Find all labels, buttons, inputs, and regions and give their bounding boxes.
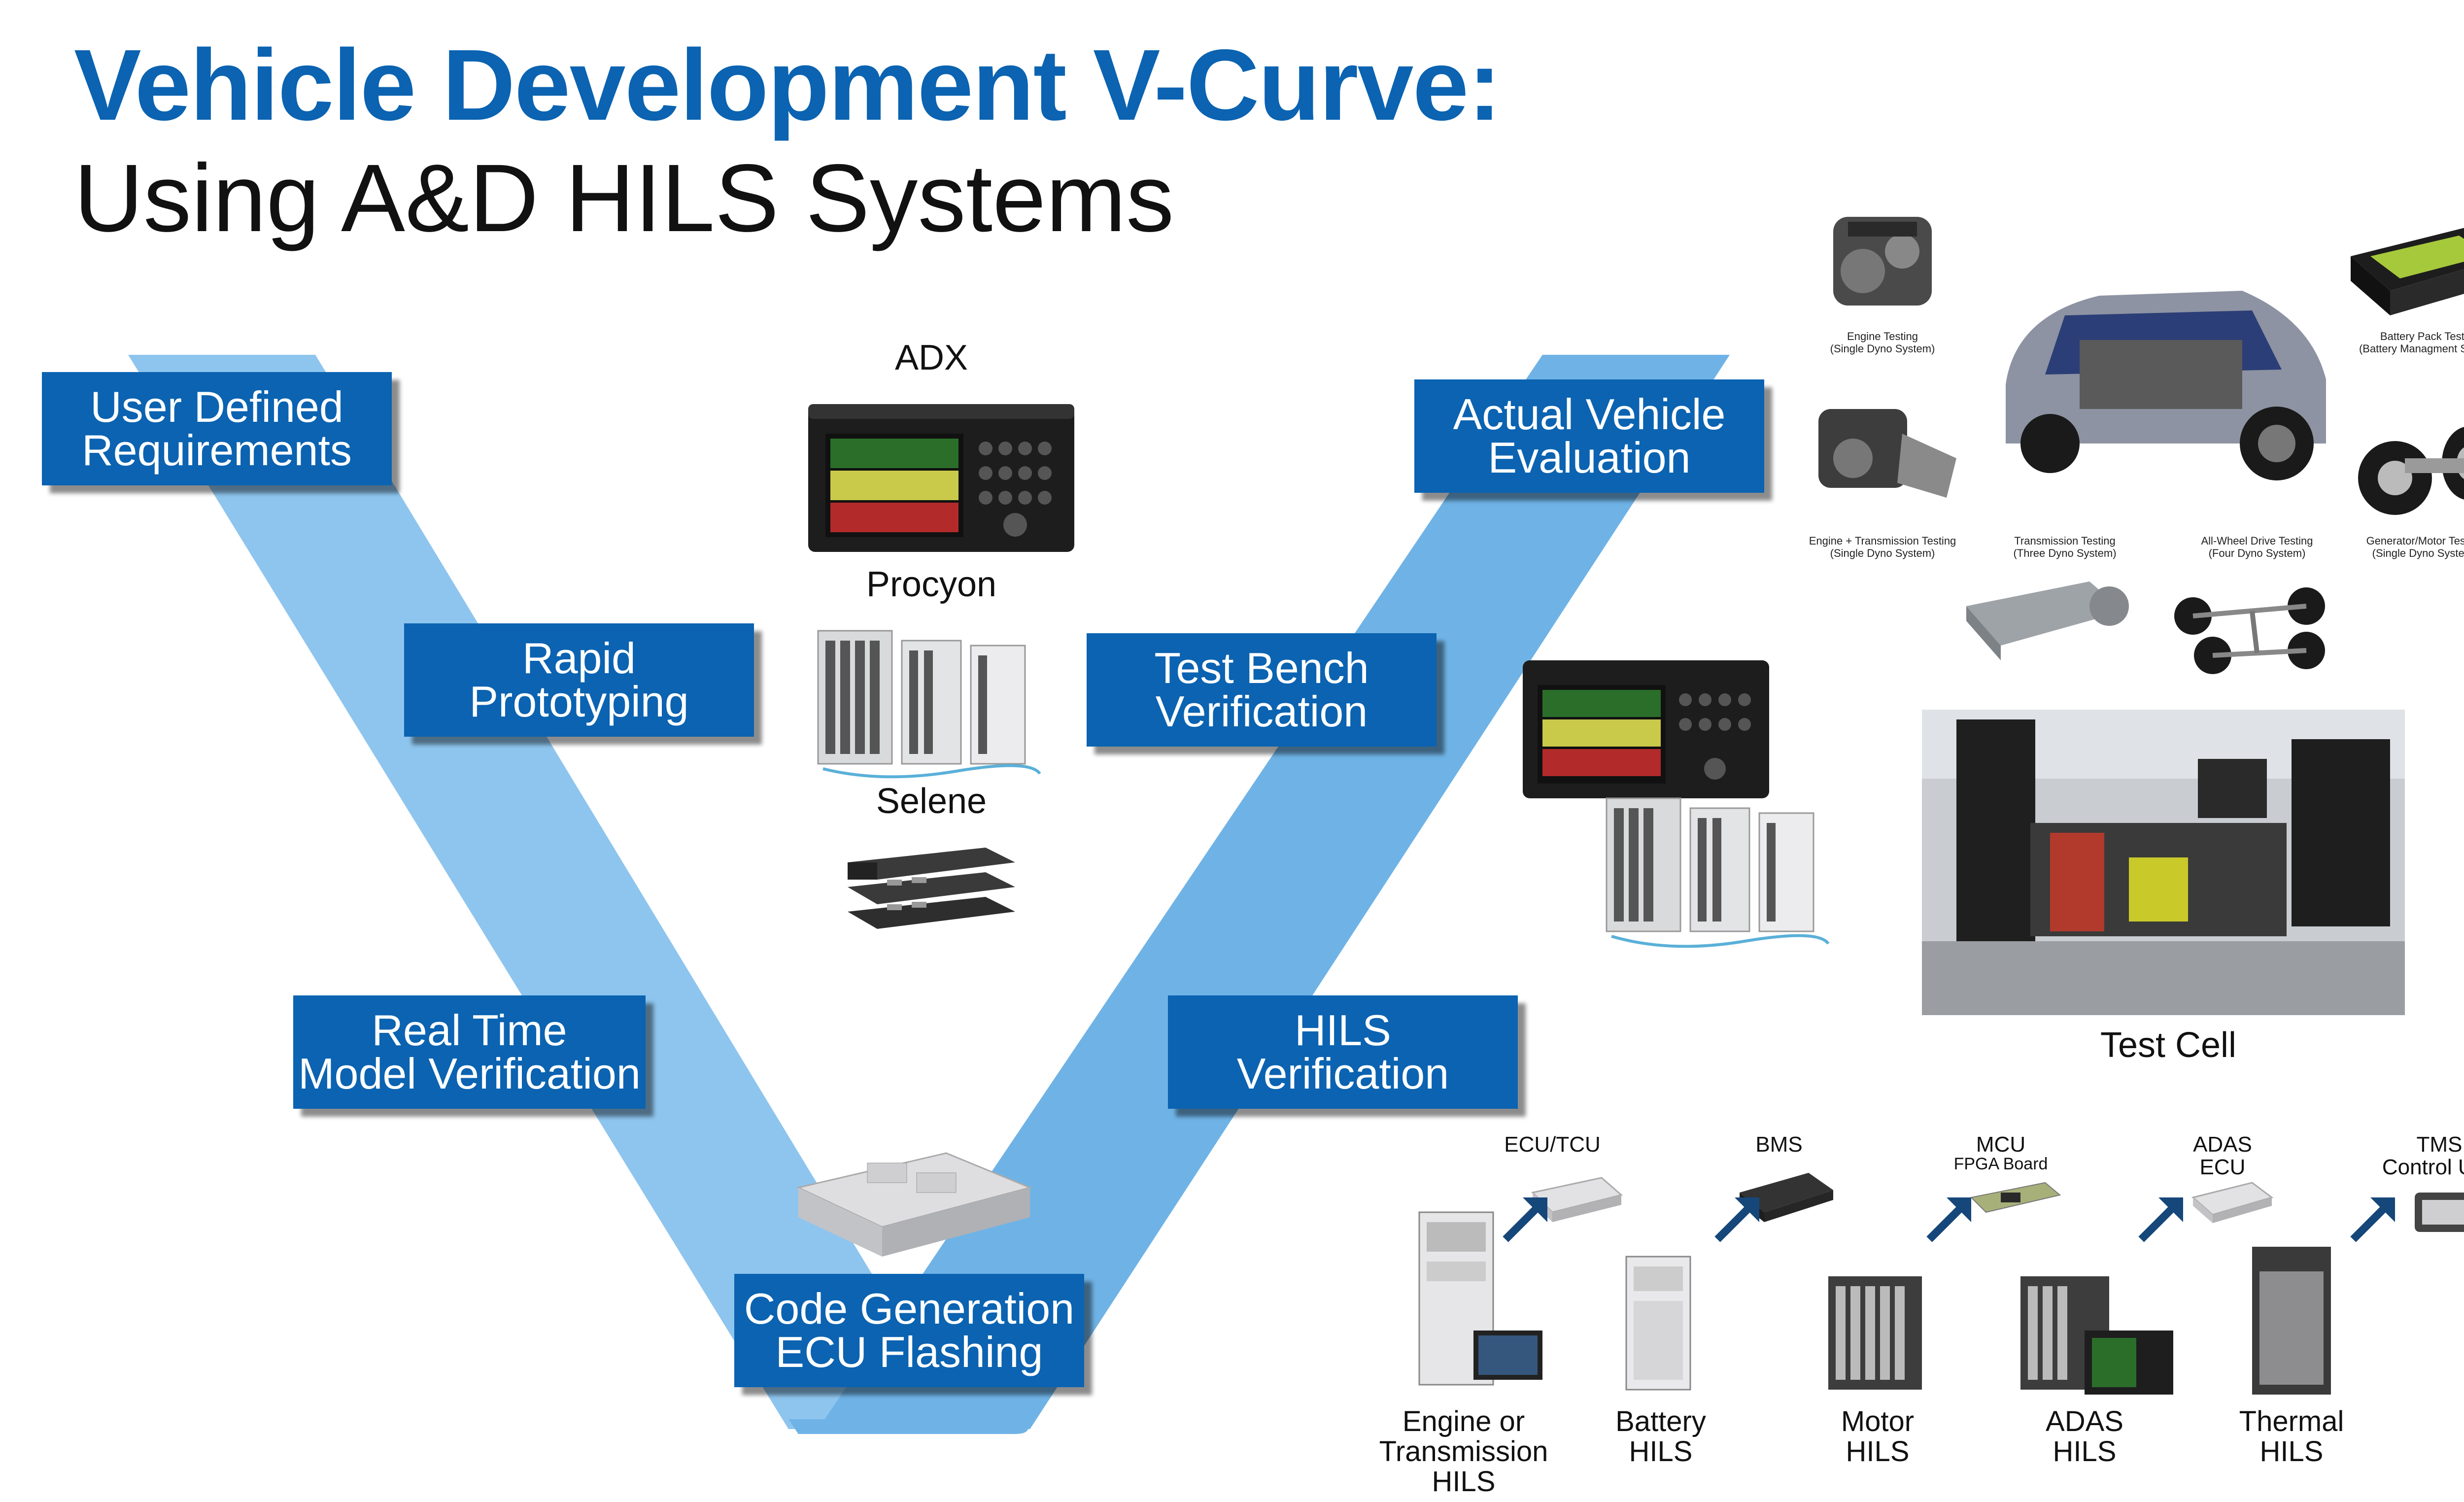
box-test-bench-verification: Test Bench Verification xyxy=(1087,633,1437,747)
label-test-cell: Test Cell xyxy=(2100,1025,2237,1065)
page-subtitle: Using A&D HILS Systems xyxy=(74,144,1174,252)
test-bench-adx-image xyxy=(1523,660,1769,798)
page-title: Vehicle Development V-Curve: xyxy=(74,29,1502,141)
arrow-icon xyxy=(1503,1197,1547,1242)
mcu-fpga-board-image xyxy=(1970,1182,2061,1213)
label-adx: ADX xyxy=(894,338,968,377)
label-bms: BMS xyxy=(1755,1132,1803,1157)
label-adas-ecu: ADAS ECU xyxy=(2193,1132,2252,1180)
box-code-generation: Code Generation ECU Flashing xyxy=(734,1274,1084,1387)
generator-motor-image xyxy=(2358,427,2464,515)
battery-pack-image xyxy=(2351,228,2464,315)
transmission-image xyxy=(1966,581,2129,660)
thermal-hils-rack xyxy=(2252,1247,2331,1395)
adas-hils-rack xyxy=(2020,1276,2173,1395)
test-bench-procyon-image xyxy=(1606,797,1830,948)
adx-device-image xyxy=(808,404,1074,552)
arrow-icon xyxy=(2138,1197,2183,1242)
label-procyon: Procyon xyxy=(866,565,997,604)
arrow-icon xyxy=(1714,1197,1759,1242)
motor-hils-rack xyxy=(1828,1276,1922,1390)
label-thermal-hils: Thermal HILS xyxy=(2239,1405,2344,1468)
label-generator-motor-testing: Generator/Motor Testing (Single Dyno Sys… xyxy=(2366,535,2464,560)
label-selene: Selene xyxy=(876,782,987,821)
label-engine-hils: Engine or Transmission HILS xyxy=(1379,1405,1548,1498)
v-left-arm xyxy=(128,355,966,1429)
engine-image xyxy=(1833,217,1932,306)
ecu-image xyxy=(796,1152,1032,1257)
label-mcu: MCU xyxy=(1976,1132,2026,1157)
adas-ecu-image xyxy=(2191,1182,2274,1223)
engine-hils-rack xyxy=(1418,1211,1542,1386)
label-ecu-tcu: ECU/TCU xyxy=(1504,1132,1601,1157)
box-user-defined-requirements: User Defined Requirements xyxy=(42,372,392,485)
arrow-icon xyxy=(1926,1197,1971,1242)
test-cell-photo xyxy=(1922,710,2405,1015)
box-rapid-prototyping: Rapid Prototyping xyxy=(404,623,754,737)
label-awd-testing: All-Wheel Drive Testing (Four Dyno Syste… xyxy=(2201,535,2313,560)
label-transmission-testing: Transmission Testing (Three Dyno System) xyxy=(2013,535,2117,560)
selene-device-image xyxy=(848,848,1015,929)
label-battery-hils: Battery HILS xyxy=(1615,1405,1706,1468)
label-engine-transmission-testing: Engine + Transmission Testing (Single Dy… xyxy=(1809,535,1956,560)
label-battery-pack-testing: Battery Pack Testing (Battery Managment … xyxy=(2359,330,2464,355)
engine-transmission-image xyxy=(1818,409,1956,498)
box-actual-vehicle-evaluation: Actual Vehicle Evaluation xyxy=(1414,379,1764,493)
v-bottom xyxy=(788,1419,1028,1434)
awd-image xyxy=(2174,587,2325,674)
label-motor-hils: Motor HILS xyxy=(1841,1405,1915,1468)
label-engine-testing: Engine Testing (Single Dyno System) xyxy=(1830,330,1935,355)
tms-control-unit-image xyxy=(2415,1193,2464,1232)
label-tms: TMS Control Unit xyxy=(2382,1132,2464,1180)
battery-hils-rack xyxy=(1625,1256,1691,1391)
label-adas-hils: ADAS HILS xyxy=(2046,1405,2123,1468)
box-hils-verification: HILS Verification xyxy=(1168,995,1518,1109)
box-real-time-model-verification: Real Time Model Verification xyxy=(293,995,646,1109)
label-mcu-sub: FPGA Board xyxy=(1953,1155,2048,1173)
procyon-device-image xyxy=(817,630,1041,779)
v-right-arm xyxy=(818,355,1730,1429)
arrow-icon xyxy=(2350,1197,2395,1242)
vehicle-image xyxy=(2006,291,2326,480)
